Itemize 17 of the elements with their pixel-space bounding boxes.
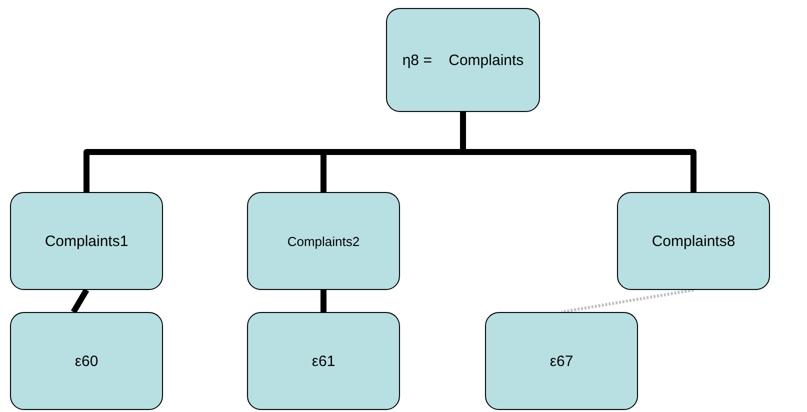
node-label: ε61 — [312, 352, 336, 370]
node-label: ε60 — [74, 352, 98, 370]
node-label: Complaints1 — [44, 232, 128, 250]
node-label: η8 = Complaints — [402, 52, 524, 68]
node-label: Complaints8 — [652, 232, 736, 250]
process-box — [386, 8, 540, 112]
process-box — [247, 192, 400, 290]
node-label: ε67 — [550, 352, 574, 370]
node-label: Complaints2 — [287, 234, 360, 248]
connector-line — [70, 288, 90, 314]
process-box — [617, 192, 770, 290]
connector-line — [320, 290, 326, 312]
process-box — [485, 312, 638, 410]
process-box — [10, 312, 163, 410]
dotted-connector — [561, 288, 694, 314]
process-box — [247, 312, 400, 410]
process-box — [10, 192, 163, 290]
